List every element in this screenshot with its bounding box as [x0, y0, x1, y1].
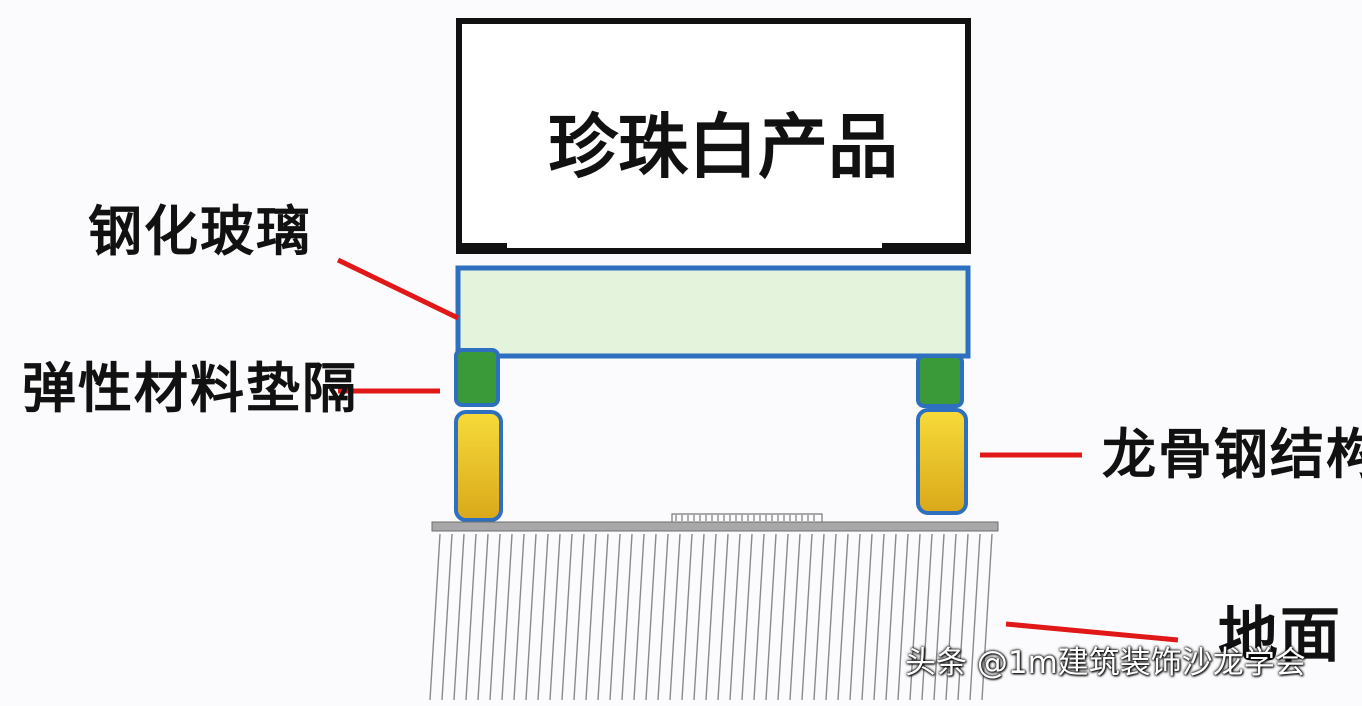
- product-box: [456, 18, 971, 254]
- elastic-pad-label: 弹性材料垫隔: [22, 357, 358, 420]
- ground-label: 地面: [1218, 601, 1342, 671]
- ground-surface-line: [431, 521, 999, 532]
- steel-frame-right: [916, 408, 968, 515]
- source-watermark: 头条 @1m建筑装饰沙龙学会: [905, 645, 1306, 681]
- elastic-pad-right: [916, 354, 964, 408]
- product-label: 珍珠白产品: [548, 106, 898, 188]
- tempered-glass-panel: [455, 265, 971, 359]
- steel-frame-left: [454, 410, 503, 522]
- product-box-foot-right: [882, 243, 968, 251]
- tempered-glass-label: 钢化玻璃: [88, 200, 312, 263]
- product-box-foot-left: [459, 243, 507, 251]
- ground-small-bump: [671, 513, 823, 522]
- ground-hatching: [429, 533, 993, 701]
- steel-frame-label: 龙骨钢结构: [1102, 423, 1362, 486]
- pointer-line-ground: [1005, 621, 1179, 643]
- elastic-pad-left: [454, 348, 500, 407]
- pointer-line-glass: [336, 257, 460, 321]
